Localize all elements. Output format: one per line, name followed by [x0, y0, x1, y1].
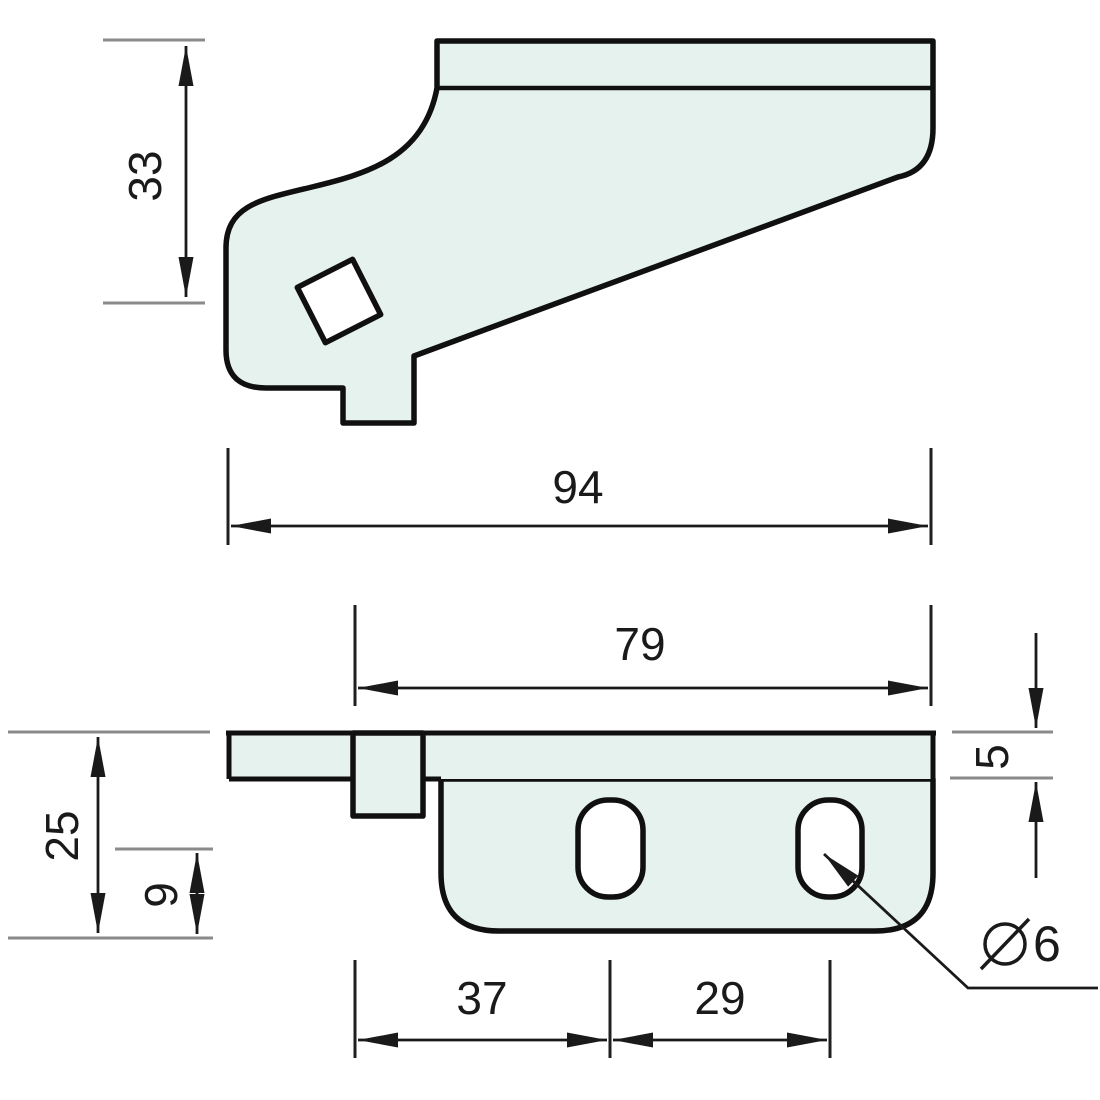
square-hole	[294, 256, 384, 346]
dim-slot-positions: 37 29	[353, 960, 832, 1058]
dim-hole-diameter: 6	[823, 852, 1098, 990]
dim-overall-depth-label: 25	[36, 810, 88, 861]
mounting-slot-right	[795, 797, 865, 900]
dim-pin-to-first-slot-label: 37	[456, 972, 507, 1024]
dim-slot-center-to-edge-label: 9	[135, 882, 187, 908]
dim-hole-diameter-label: 6	[1033, 916, 1061, 972]
dim-side-height-label: 33	[119, 150, 171, 201]
dim-overall-depth: 25	[8, 730, 213, 940]
dim-plate-length-label: 79	[614, 618, 665, 670]
dim-plate-thickness-label: 5	[966, 744, 1018, 770]
side-profile-view: 33 94	[103, 38, 936, 545]
dim-slot-to-slot-label: 29	[694, 972, 745, 1024]
dim-plate-thickness: 5	[950, 633, 1053, 878]
flange-strip-edges	[226, 730, 936, 782]
dim-overall-length: 94	[226, 448, 933, 545]
mounting-slot-left	[575, 797, 646, 900]
bracket-side-outline	[223, 38, 936, 426]
diameter-symbol-icon	[979, 917, 1031, 971]
dim-plate-length: 79	[353, 605, 933, 706]
dim-side-height: 33	[103, 38, 205, 305]
bottom-plan-view: 79 5 25 9 37	[8, 605, 1098, 1058]
hinge-tab	[350, 730, 426, 819]
flange-strip	[229, 733, 933, 779]
dim-overall-length-label: 94	[552, 461, 603, 513]
dim-slot-center-to-edge: 9	[115, 847, 213, 934]
